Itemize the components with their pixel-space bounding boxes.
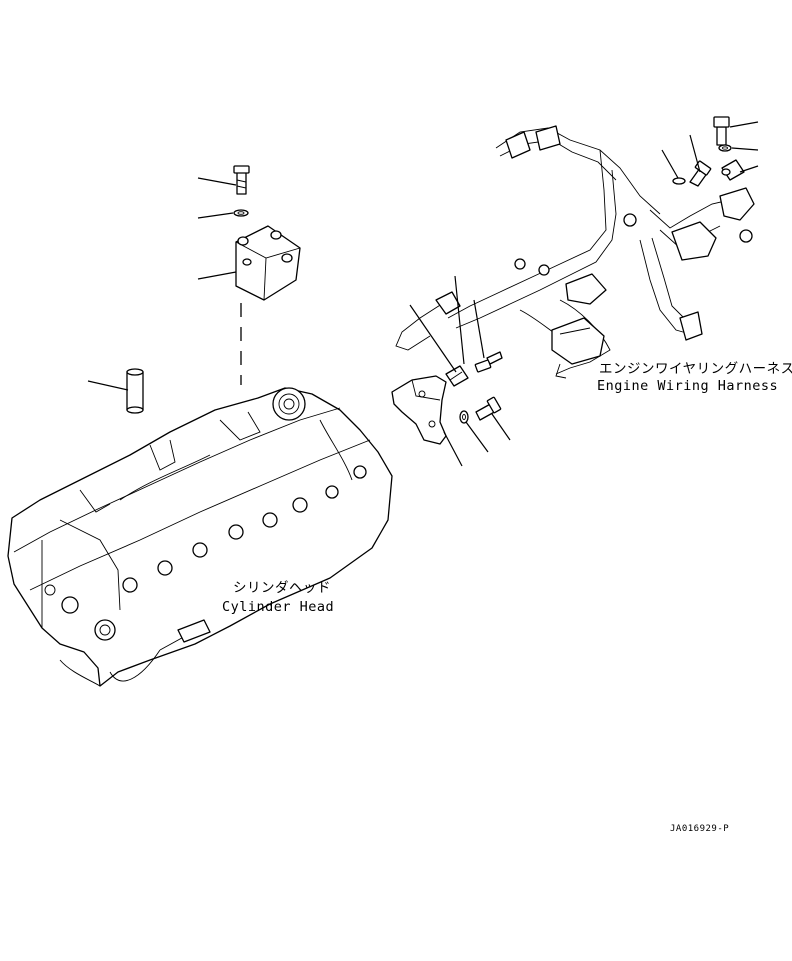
leader-bracket-bolt (473, 299, 485, 359)
leader-cover-bolt (197, 177, 237, 186)
leader-harness-left (409, 304, 457, 373)
bracket-washer (459, 410, 469, 424)
cover-washer (233, 209, 249, 217)
leader-bolt-mid (689, 134, 701, 173)
leader-bracket-washer (465, 421, 489, 453)
pipe-sleeve (126, 368, 144, 414)
leader-bracket-bolt-lower (491, 413, 511, 441)
harness-label-en: Engine Wiring Harness (597, 378, 778, 394)
leader-pipe-sleeve (87, 380, 129, 391)
cover-bolt (233, 165, 250, 195)
head-label-en: Cylinder Head (222, 599, 334, 615)
leader-harness-upper (454, 275, 465, 365)
harness-bolt-top (713, 116, 730, 146)
leader-bolt-top (729, 121, 759, 128)
engine-wiring-harness (395, 125, 755, 379)
harness-washer-top (718, 144, 732, 152)
bracket-bolt-lower (475, 396, 502, 421)
bracket-bolt (474, 351, 503, 373)
leader-bracket (443, 431, 463, 467)
head-label-jp: シリンダヘッド (233, 580, 331, 596)
harness-washer-mid (672, 177, 686, 185)
bracket-clip (445, 365, 469, 387)
harness-clip-top (721, 159, 745, 181)
leader-cover-washer (197, 212, 234, 219)
harness-bolt-mid (689, 160, 712, 187)
drawing-code: JA016929-P (670, 824, 729, 834)
leader-washer-top (731, 147, 759, 151)
leader-sensor-cover (197, 271, 237, 280)
harness-label-jp: エンジンワイヤリングハーネス (599, 361, 792, 377)
sensor-cover (235, 225, 301, 301)
cylinder-head (7, 387, 393, 687)
leader-washer-mid (661, 149, 679, 179)
leader-clip-top (739, 165, 759, 173)
harness-bracket (391, 375, 447, 445)
